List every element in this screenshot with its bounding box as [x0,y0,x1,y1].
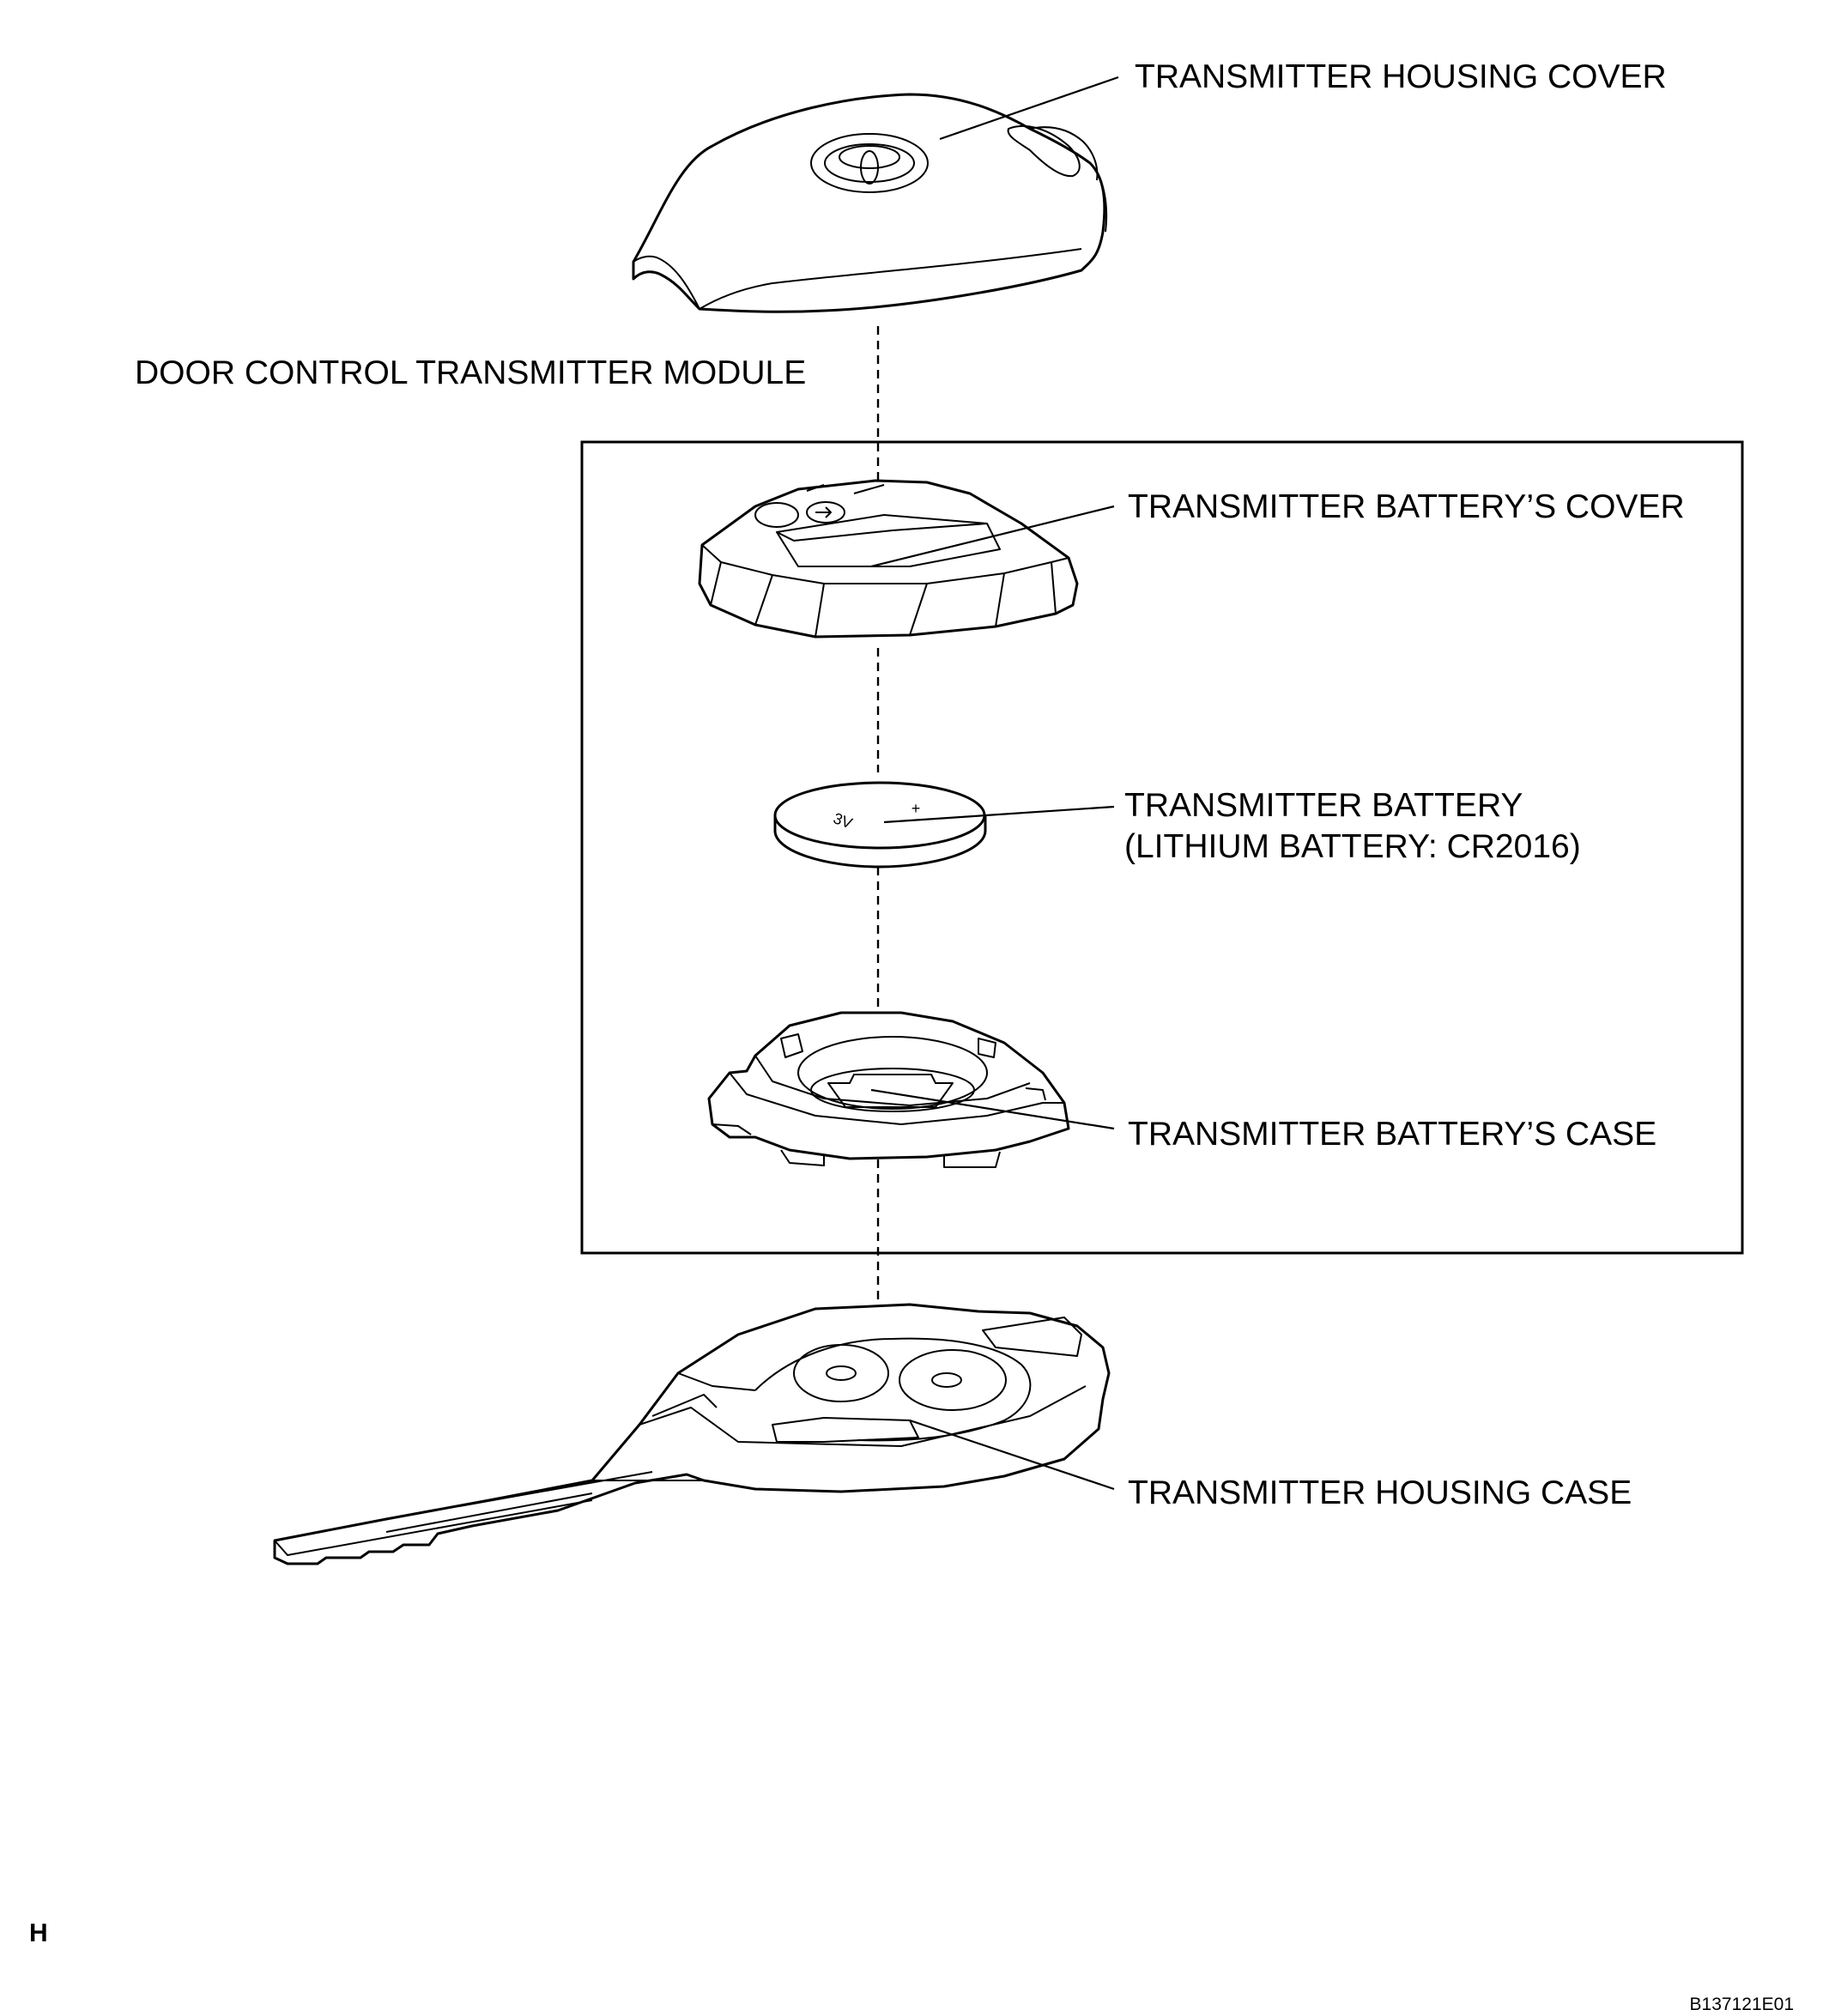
leader-battery-case [870,1088,1115,1130]
housing-cover-illustration [632,93,1108,313]
battery-cover-button-left [754,502,799,528]
leader-battery-cover [870,505,1115,568]
label-battery-line-2: (LITHIUM BATTERY: CR2016) [1124,828,1581,865]
housing-case-illustration [273,1303,1111,1565]
label-module: DOOR CONTROL TRANSMITTER MODULE [135,354,806,391]
figure-id: B137121E01 [1690,1995,1794,2014]
battery-illustration: + 3V [773,781,987,869]
battery-case-cradle [797,1036,988,1110]
battery-case-terminal [827,1074,954,1108]
battery-cover-recess [776,514,1001,567]
housing-case-key-ring-slot [982,1317,1082,1357]
label-battery-line-1: TRANSMITTER BATTERY [1124,787,1523,824]
battery-top-face [773,781,986,850]
housing-case-button-pad-right [899,1349,1007,1411]
module-frame [580,440,1744,1255]
corner-mark: H [29,1919,48,1947]
leader-housing-cover [939,76,1119,141]
leader-battery [883,805,1115,824]
housing-case-button-pad-left [793,1344,889,1402]
label-housing-case: TRANSMITTER HOUSING CASE [1128,1474,1632,1511]
label-housing-cover: TRANSMITTER HOUSING COVER [1135,58,1667,95]
battery-cover-illustration [698,479,1079,639]
battery-cover-button-right [806,501,845,524]
label-battery-cover: TRANSMITTER BATTERY’S COVER [1128,488,1685,525]
label-battery-case: TRANSMITTER BATTERY’S CASE [1128,1116,1656,1153]
battery-polarity-mark: + [912,800,921,817]
brand-emblem-oval [824,143,915,183]
battery-case-illustration [707,1011,1070,1168]
brand-emblem-ring [810,133,929,193]
housing-case-terminal-slot [772,1417,919,1443]
leader-lines [870,76,1119,1491]
leader-housing-case [909,1419,1115,1491]
